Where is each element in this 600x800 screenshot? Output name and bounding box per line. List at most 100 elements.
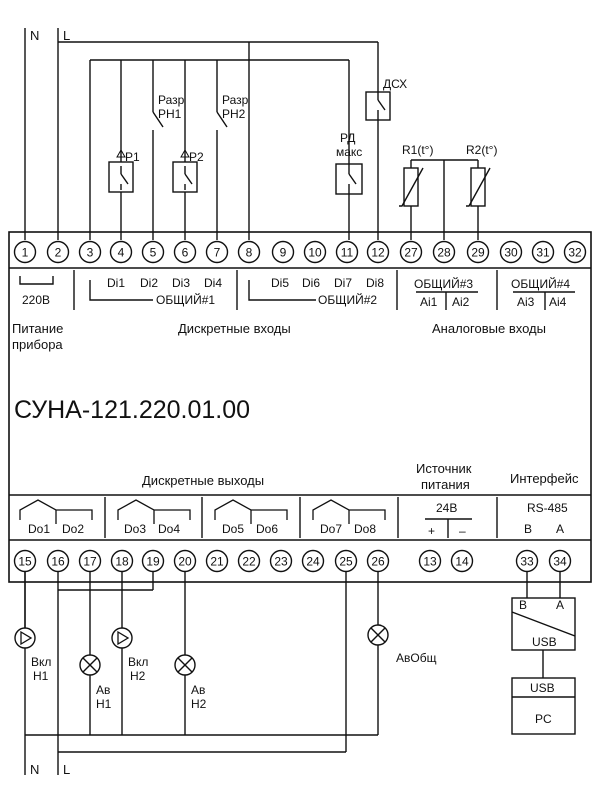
top-terminal-label: 2 [55, 246, 62, 260]
rd-label-line2: макс [336, 145, 362, 159]
lamp-av-h1 [79, 654, 101, 676]
bottom-wiring [24, 572, 561, 775]
bottom-terminal-33 [515, 549, 539, 573]
thermistor-r1 [399, 167, 424, 207]
power-heading-line1: Питание [12, 321, 63, 336]
bottom-terminal-label: 22 [242, 555, 256, 569]
bottom-terminal-label: 13 [423, 555, 437, 569]
converter-usb-label: USB [532, 635, 557, 649]
bottom-terminal-label: 23 [274, 555, 288, 569]
rs485-usb-converter: B A USB [511, 597, 576, 651]
top-terminal-label: 27 [404, 246, 418, 260]
relay-contact-symbol [312, 499, 386, 520]
power-source-heading-line2: питания [421, 477, 470, 492]
thermistor-r2 [466, 167, 491, 207]
di4-label: Di4 [204, 276, 222, 290]
top-wiring [24, 28, 479, 240]
top-terminal-label: 6 [182, 246, 189, 260]
relay-dsh [365, 91, 391, 121]
top-terminal-27 [399, 240, 423, 264]
v24-label: 24В [436, 501, 457, 515]
top-terminal-28 [432, 240, 456, 264]
top-terminal-label: 30 [504, 246, 518, 260]
bottom-terminal-20 [173, 549, 197, 573]
minus-label: – [459, 524, 466, 538]
n-label-bottom: N [30, 762, 39, 777]
pc-label: PC [535, 712, 552, 726]
bottom-terminal-34 [548, 549, 572, 573]
di8-label: Di8 [366, 276, 384, 290]
interface-heading: Интерфейс [510, 471, 579, 486]
top-terminal-label: 32 [568, 246, 582, 260]
relay-contact-symbol [117, 499, 191, 520]
bottom-terminal-23 [269, 549, 293, 573]
pressure-sensor-p2 [172, 148, 198, 193]
rn2-label-line1: Разр [222, 93, 249, 107]
vkl-h2-line1: Вкл [128, 655, 148, 669]
lamp-av-common [367, 624, 389, 646]
top-terminal-label: 10 [308, 246, 322, 260]
discrete-output-contacts [19, 499, 386, 524]
bottom-terminal-label: 19 [146, 555, 160, 569]
top-terminal-label: 11 [341, 246, 354, 260]
bottom-terminal-label: 25 [339, 555, 353, 569]
common3-label: ОБЩИЙ#3 [414, 276, 473, 291]
top-terminal-12 [366, 240, 390, 264]
top-terminal-label: 31 [536, 246, 550, 260]
pc-box: USB PC [511, 677, 576, 735]
top-terminal-8 [237, 240, 261, 264]
rn1-label-line1: Разр [158, 93, 185, 107]
do1-label: Do1 [28, 522, 50, 536]
rn1-label-line2: PH1 [158, 107, 182, 121]
bottom-terminal-label: 14 [455, 555, 469, 569]
av-h1-line1: Ав [96, 683, 110, 697]
av-h2-line2: H2 [191, 697, 207, 711]
top-label-row: 220В Di1 Di2 Di3 Di4 ОБЩИЙ#1 Di5 Di6 Di7… [19, 276, 575, 310]
top-terminal-31 [531, 240, 555, 264]
relay-contact-symbol [214, 499, 288, 520]
relay-rd-max [335, 163, 363, 195]
bottom-terminal-21 [205, 549, 229, 573]
p1-label: P1 [125, 150, 140, 164]
ai4-label: Ai4 [549, 295, 567, 309]
di7-label: Di7 [334, 276, 352, 290]
lamp-av-h2 [174, 654, 196, 676]
r1-label: R1(t°) [402, 143, 433, 157]
rs485-label: RS-485 [527, 501, 568, 515]
common1-label: ОБЩИЙ#1 [156, 292, 215, 307]
converter-a-label: A [556, 598, 564, 612]
ai1-label: Ai1 [420, 295, 438, 309]
triangle-icon [180, 148, 190, 158]
discrete-inputs-heading: Дискретные входы [178, 321, 291, 336]
plus-label: + [428, 524, 435, 538]
ai2-label: Ai2 [452, 295, 470, 309]
bottom-terminal-label: 15 [18, 555, 32, 569]
top-terminal-7 [205, 240, 229, 264]
ai3-label: Ai3 [517, 295, 535, 309]
l-label-top: L [63, 28, 70, 43]
bottom-terminal-label: 21 [210, 555, 224, 569]
top-terminal-label: 7 [214, 246, 221, 260]
vkl-h1-line2: H1 [33, 669, 49, 683]
bottom-terminal-label: 24 [306, 555, 320, 569]
v220-label: 220В [22, 293, 50, 307]
vkl-h2-line2: H2 [130, 669, 146, 683]
top-terminal-label: 4 [118, 246, 125, 260]
top-terminal-2 [46, 240, 70, 264]
bottom-terminal-17 [78, 549, 102, 573]
top-terminal-11 [335, 240, 359, 264]
discrete-outputs-heading: Дискретные выходы [142, 473, 264, 488]
di6-label: Di6 [302, 276, 320, 290]
bottom-terminal-19 [141, 549, 165, 573]
top-terminal-label: 8 [246, 246, 253, 260]
top-terminal-5 [141, 240, 165, 264]
dsh-label: ДСХ [383, 77, 407, 91]
vkl-h1-line1: Вкл [31, 655, 51, 669]
rn2-label-line2: PH2 [222, 107, 246, 121]
do6-label: Do6 [256, 522, 278, 536]
power-source-heading-line1: Источник [416, 461, 472, 476]
top-terminal-label: 3 [87, 246, 94, 260]
